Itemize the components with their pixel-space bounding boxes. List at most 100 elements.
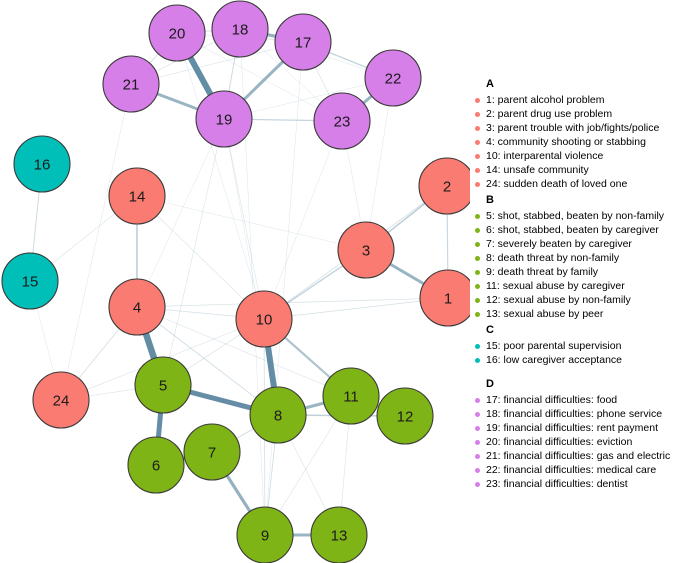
legend-color-swatch xyxy=(474,213,480,219)
node-circle[interactable] xyxy=(108,167,166,225)
graph-node-16[interactable]: 16 xyxy=(13,135,71,193)
graph-node-6[interactable]: 6 xyxy=(127,436,185,494)
node-circle[interactable] xyxy=(236,506,294,563)
legend-item-label: 10: interparental violence xyxy=(486,150,604,162)
node-circle[interactable] xyxy=(102,55,160,113)
legend-item: 15: poor parental supervision xyxy=(468,339,700,353)
legend-item-label: 16: low caregiver acceptance xyxy=(486,354,622,366)
legend-color-swatch xyxy=(474,343,480,349)
graph-node-11[interactable]: 11 xyxy=(322,367,380,425)
legend-color-swatch xyxy=(474,139,480,145)
node-circle[interactable] xyxy=(313,92,371,150)
legend-dot-icon xyxy=(468,411,486,417)
graph-edge xyxy=(263,120,343,320)
node-circle[interactable] xyxy=(211,0,269,58)
legend-item-label: 20: financial difficulties: eviction xyxy=(486,436,633,448)
legend-item: 19: financial difficulties: rent payment xyxy=(468,421,700,435)
node-circle[interactable] xyxy=(195,90,253,148)
legend-item-label: 14: unsafe community xyxy=(486,164,589,176)
node-circle[interactable] xyxy=(310,506,368,563)
legend-item-label: 24: sudden death of loved one xyxy=(486,178,628,190)
legend-item-label: 3: parent trouble with job/fights/police xyxy=(486,122,660,134)
graph-node-5[interactable]: 5 xyxy=(134,356,192,414)
node-circle[interactable] xyxy=(337,221,395,279)
legend-item-label: 11: sexual abuse by caregiver xyxy=(486,280,625,292)
graph-node-12[interactable]: 12 xyxy=(376,387,434,445)
legend-color-swatch xyxy=(474,297,480,303)
node-circle[interactable] xyxy=(1,252,59,310)
legend-item: 5: shot, stabbed, beaten by non-family xyxy=(468,209,700,223)
legend-item-label: 4: community shooting or stabbing xyxy=(486,136,646,148)
graph-node-15[interactable]: 15 xyxy=(1,252,59,310)
node-circle[interactable] xyxy=(235,290,293,348)
graph-node-2[interactable]: 2 xyxy=(418,157,470,215)
legend-color-swatch xyxy=(474,241,480,247)
node-circle[interactable] xyxy=(274,13,332,71)
graph-node-19[interactable]: 19 xyxy=(195,90,253,148)
graph-edge xyxy=(136,195,367,251)
legend-color-swatch xyxy=(474,97,480,103)
graph-edge xyxy=(263,297,449,320)
node-circle[interactable] xyxy=(419,269,470,327)
legend-item: 20: financial difficulties: eviction xyxy=(468,435,700,449)
node-circle[interactable] xyxy=(134,356,192,414)
graph-edge xyxy=(264,41,304,536)
legend-color-swatch xyxy=(474,167,480,173)
graph-node-18[interactable]: 18 xyxy=(211,0,269,58)
graph-node-7[interactable]: 7 xyxy=(183,423,241,481)
graph-edge xyxy=(136,118,225,308)
graph-node-9[interactable]: 9 xyxy=(236,506,294,563)
legend-color-swatch xyxy=(474,467,480,473)
graph-node-17[interactable]: 17 xyxy=(274,13,332,71)
graph-edge xyxy=(136,306,352,397)
graph-node-13[interactable]: 13 xyxy=(310,506,368,563)
graph-node-10[interactable]: 10 xyxy=(235,290,293,348)
graph-edge xyxy=(136,306,279,416)
graph-node-23[interactable]: 23 xyxy=(313,92,371,150)
node-circle[interactable] xyxy=(249,386,307,444)
legend-group-title: A xyxy=(486,78,494,90)
legend-item: 23: financial difficulties: dentist xyxy=(468,477,700,491)
legend-dot-icon xyxy=(468,481,486,487)
legend-item: 22: financial difficulties: medical care xyxy=(468,463,700,477)
graph-node-4[interactable]: 4 xyxy=(108,278,166,336)
node-circle[interactable] xyxy=(418,157,470,215)
node-circle[interactable] xyxy=(32,371,90,429)
graph-node-1[interactable]: 1 xyxy=(419,269,470,327)
legend-color-swatch xyxy=(474,397,480,403)
legend-color-swatch xyxy=(474,125,480,131)
graph-node-24[interactable]: 24 xyxy=(32,371,90,429)
graph-edge xyxy=(223,118,265,320)
legend-dot-icon xyxy=(468,255,486,261)
graph-node-8[interactable]: 8 xyxy=(249,386,307,444)
node-circle[interactable] xyxy=(148,4,206,62)
legend-item-label: 5: shot, stabbed, beaten by non-family xyxy=(486,210,665,222)
graph-edge xyxy=(223,77,394,120)
legend-item: 18: financial difficulties: phone servic… xyxy=(468,407,700,421)
legend-color-swatch xyxy=(474,481,480,487)
legend-item: 7: severely beaten by caregiver xyxy=(468,237,700,251)
node-circle[interactable] xyxy=(108,278,166,336)
node-circle[interactable] xyxy=(183,423,241,481)
graph-node-3[interactable]: 3 xyxy=(337,221,395,279)
node-circle[interactable] xyxy=(364,49,422,107)
legend-item: 14: unsafe community xyxy=(468,163,700,177)
legend-item-label: 2: parent drug use problem xyxy=(486,108,613,120)
legend-item-label: 15: poor parental supervision xyxy=(486,340,622,352)
node-circle[interactable] xyxy=(127,436,185,494)
node-circle[interactable] xyxy=(376,387,434,445)
graph-node-22[interactable]: 22 xyxy=(364,49,422,107)
graph-node-21[interactable]: 21 xyxy=(102,55,160,113)
node-circle[interactable] xyxy=(322,367,380,425)
graph-node-20[interactable]: 20 xyxy=(148,4,206,62)
legend-color-swatch xyxy=(474,269,480,275)
legend-group-title: B xyxy=(486,194,494,206)
legend-dot-icon xyxy=(468,213,486,219)
legend-item: 9: death threat by family xyxy=(468,265,700,279)
node-circle[interactable] xyxy=(13,135,71,193)
legend-dot-icon xyxy=(468,153,486,159)
graph-node-14[interactable]: 14 xyxy=(108,167,166,225)
